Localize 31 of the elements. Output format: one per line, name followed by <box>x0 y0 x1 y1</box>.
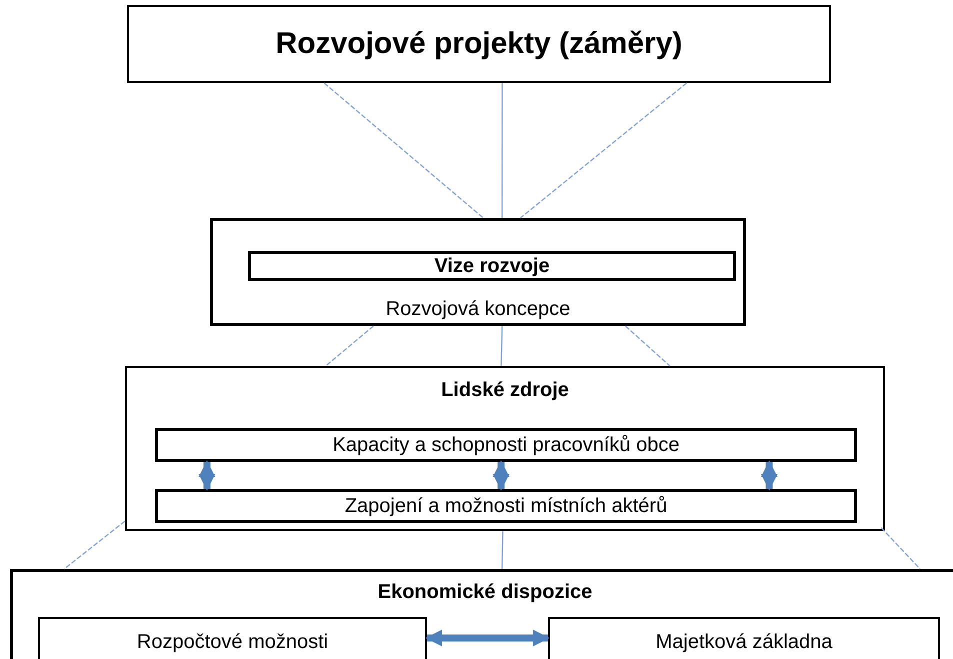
node-label: Kapacity a schopnosti pracovníků obce <box>332 432 680 458</box>
title-text: Rozvojové projekty (záměry) <box>276 26 682 62</box>
node-label: Zapojení a možnosti místních aktérů <box>344 494 668 518</box>
group-box <box>125 366 885 531</box>
node-label: Rozpočtové možnosti <box>136 630 328 654</box>
node-heading: Ekonomické dispozice <box>378 580 592 605</box>
double-arrow <box>492 460 510 491</box>
process-box <box>38 617 427 659</box>
process-box <box>127 5 831 83</box>
process-box <box>155 428 857 462</box>
connector-line <box>500 326 503 366</box>
node-heading: Rozvojová koncepce <box>386 297 570 322</box>
node-label: Vize rozvoje <box>434 254 550 278</box>
connector-line <box>880 527 921 570</box>
connector-line <box>324 82 484 218</box>
group-box <box>210 218 746 326</box>
double-arrow <box>425 630 550 646</box>
connector-line <box>502 530 504 570</box>
process-box <box>248 251 736 281</box>
node-heading: Lidské zdroje <box>441 378 569 403</box>
double-arrow <box>760 460 778 491</box>
connector-line <box>325 326 374 366</box>
process-box <box>155 489 857 523</box>
double-arrow <box>198 460 216 491</box>
process-box <box>548 617 940 659</box>
connector-line <box>625 326 670 366</box>
connector-line <box>502 83 503 218</box>
node-label: Majetková základna <box>656 630 832 654</box>
group-box <box>10 569 953 659</box>
connector-line <box>64 520 126 570</box>
connector-line <box>520 82 688 218</box>
